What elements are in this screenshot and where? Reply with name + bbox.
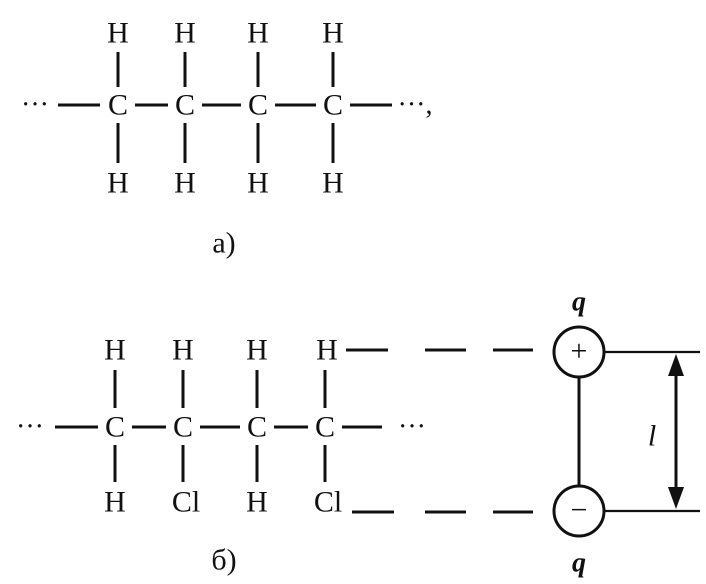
panel-b-bottom-h-3: H <box>246 486 268 519</box>
panel-b: ··· C C C C ··· H H H H H Cl H Cl <box>16 334 533 577</box>
arrow-up-icon <box>668 354 684 376</box>
panel-b-bottom-cl-4: Cl <box>314 486 342 519</box>
negative-charge-sign: − <box>571 494 588 527</box>
panel-a-carbon-4: C <box>323 89 343 122</box>
panel-b-left-ellipsis: ··· <box>16 412 44 443</box>
panel-b-carbon-1: C <box>105 411 125 444</box>
panel-a-top-h-4: H <box>322 17 344 50</box>
panel-a-bottom-h-1: H <box>107 167 129 200</box>
panel-a-top-h-1: H <box>107 17 129 50</box>
panel-b-top-h-2: H <box>172 334 194 367</box>
panel-a-top-h-3: H <box>247 17 269 50</box>
panel-b-top-h-1: H <box>104 334 126 367</box>
dipole: q + − q l <box>552 287 700 579</box>
panel-a-right-ellipsis: ···, <box>398 90 433 121</box>
panel-a-top-h-2: H <box>174 17 196 50</box>
panel-a-caption: a) <box>212 227 235 260</box>
panel-a: ··· C C C C ···, H H H H H H H H a) <box>21 17 432 260</box>
positive-charge-sign: + <box>571 335 588 368</box>
panel-b-caption: б) <box>211 544 236 577</box>
panel-b-carbon-4: C <box>315 411 335 444</box>
panel-b-right-ellipsis: ··· <box>398 412 426 443</box>
arrow-down-icon <box>668 487 684 509</box>
panel-a-carbon-3: C <box>248 89 268 122</box>
dipole-bottom-charge-label: q <box>572 548 586 579</box>
panel-a-carbon-2: C <box>175 89 195 122</box>
panel-a-bottom-h-2: H <box>174 167 196 200</box>
dipole-length-label: l <box>648 420 656 453</box>
panel-b-top-h-4: H <box>316 334 338 367</box>
panel-a-carbon-1: C <box>108 89 128 122</box>
panel-b-top-h-3: H <box>246 334 268 367</box>
panel-b-carbon-3: C <box>247 411 267 444</box>
panel-b-bottom-h-1: H <box>104 486 126 519</box>
panel-a-left-ellipsis: ··· <box>21 90 49 121</box>
panel-b-carbon-2: C <box>173 411 193 444</box>
dipole-top-charge-label: q <box>572 287 586 318</box>
panel-b-bottom-cl-2: Cl <box>172 486 200 519</box>
panel-a-bottom-h-3: H <box>247 167 269 200</box>
panel-a-bottom-h-4: H <box>322 167 344 200</box>
